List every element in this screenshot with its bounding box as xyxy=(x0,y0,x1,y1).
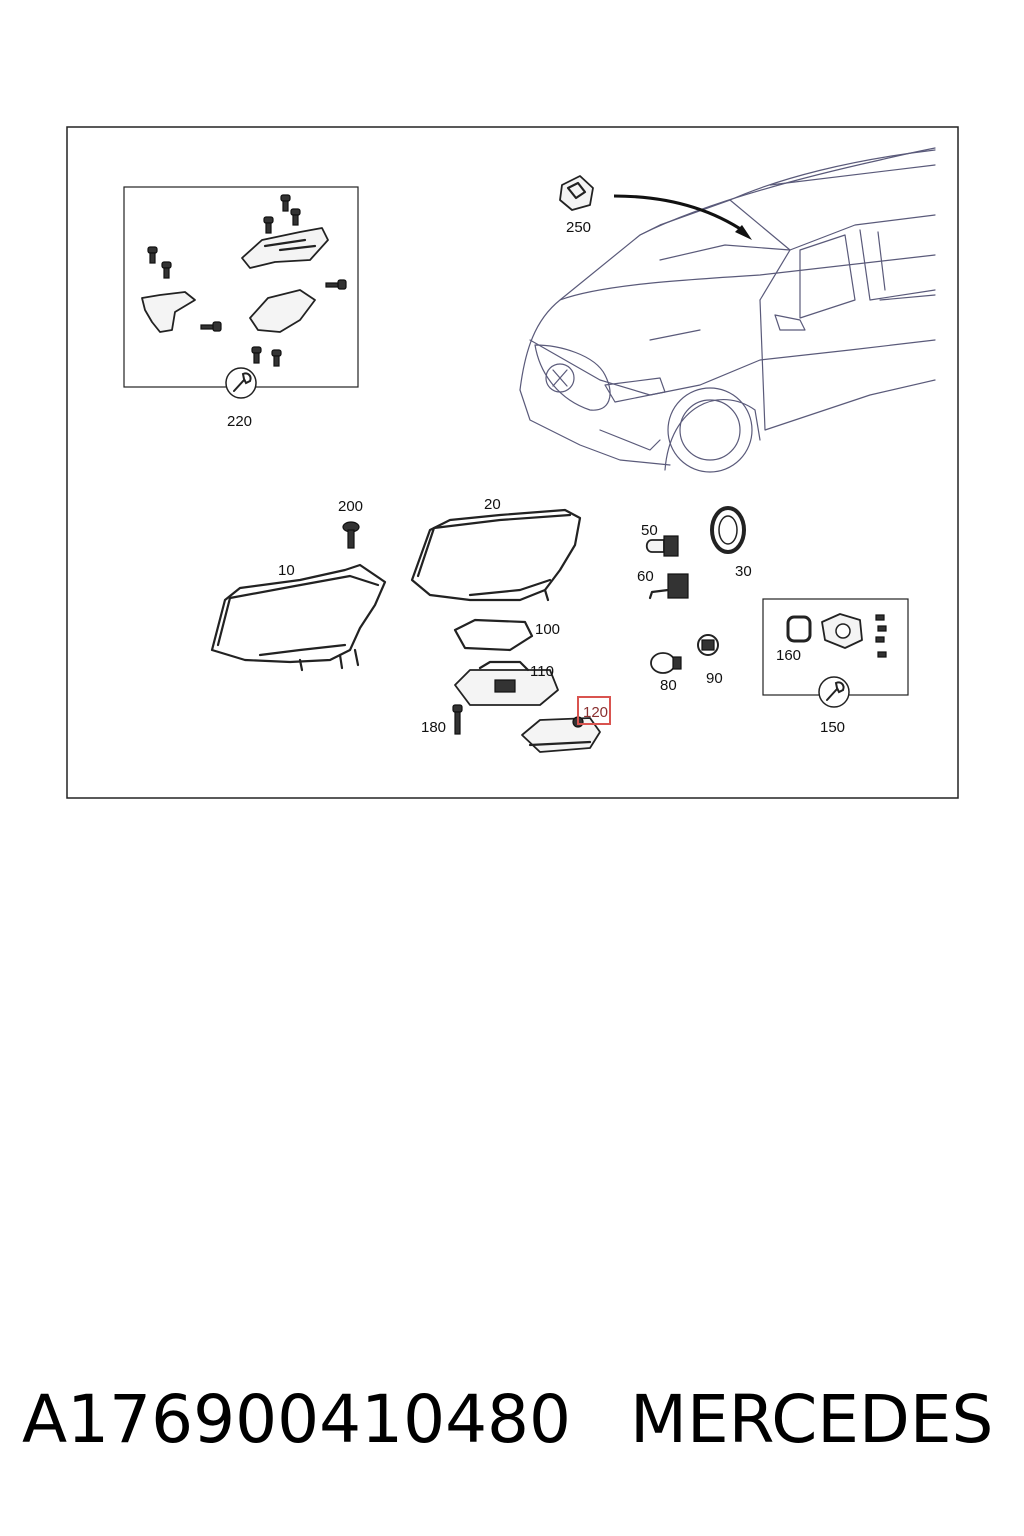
brand-name: MERCEDES xyxy=(630,1381,994,1458)
part-number: A176900410480 xyxy=(22,1381,572,1458)
callout-160: 160 xyxy=(776,647,801,664)
callout-200: 200 xyxy=(338,498,363,515)
part-250-connector xyxy=(559,175,594,211)
part-10-headlamp xyxy=(210,563,387,672)
callout-110: 110 xyxy=(530,663,554,680)
car-illustration xyxy=(519,147,936,473)
part-30-seal xyxy=(710,506,746,554)
part-60-bulb xyxy=(648,573,689,600)
callout-10: 10 xyxy=(278,562,295,579)
part-100-gasket xyxy=(453,618,534,652)
diagram-frame xyxy=(66,126,959,799)
inset-150-parts xyxy=(786,613,887,708)
part-120-control-unit xyxy=(521,716,601,753)
callout-100: 100 xyxy=(535,621,560,638)
callout-220: 220 xyxy=(227,413,252,430)
callout-120: 120 xyxy=(583,704,608,721)
part-200-screw xyxy=(342,521,360,549)
arrow-250 xyxy=(613,194,746,234)
callout-150: 150 xyxy=(820,719,845,736)
callout-250: 250 xyxy=(566,219,591,236)
callout-30: 30 xyxy=(735,563,752,580)
callout-50: 50 xyxy=(641,522,658,539)
callout-120-highlight xyxy=(577,696,611,725)
part-80-bulb xyxy=(650,652,682,674)
callout-60: 60 xyxy=(637,568,654,585)
part-50-bulb xyxy=(645,535,679,557)
arrow-250-head xyxy=(735,225,752,240)
callout-90: 90 xyxy=(706,670,723,687)
part-110-control-unit xyxy=(454,660,559,706)
inset-220-parts xyxy=(141,194,347,399)
callout-20: 20 xyxy=(484,496,501,513)
callout-80: 80 xyxy=(660,677,677,694)
part-180-screw xyxy=(452,704,463,735)
part-20-headlamp xyxy=(410,508,582,602)
wrench-icon xyxy=(225,367,257,399)
inset-box-220 xyxy=(123,186,359,388)
callout-180: 180 xyxy=(421,719,446,736)
wrench-icon xyxy=(818,676,850,708)
part-90-socket xyxy=(697,634,719,656)
